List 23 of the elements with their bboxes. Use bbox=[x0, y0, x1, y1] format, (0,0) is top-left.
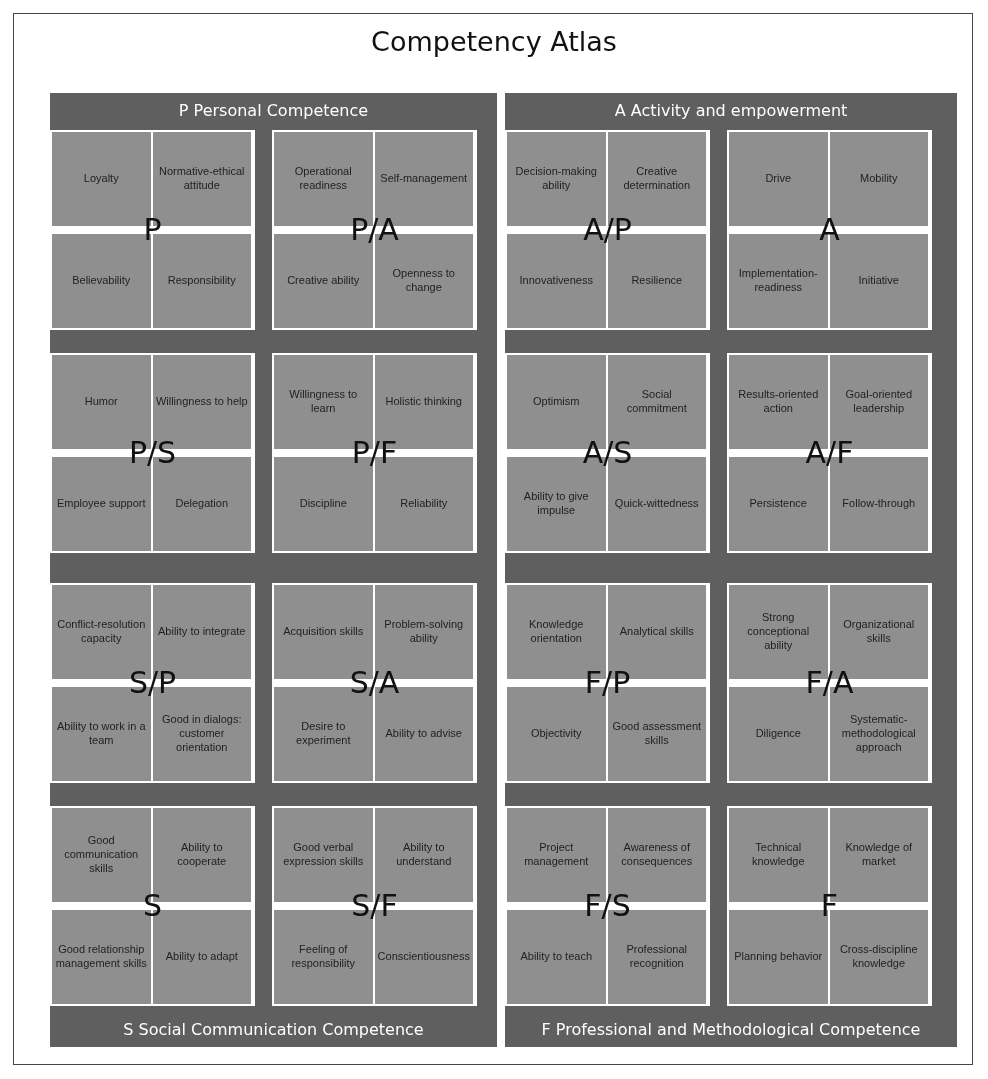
competency-grid bbox=[272, 583, 477, 783]
competency-cell: Cross-discipline knowledge bbox=[829, 910, 928, 1004]
competency-grid bbox=[50, 583, 255, 783]
competency-grid bbox=[505, 130, 710, 330]
competency-grid bbox=[505, 353, 710, 553]
competency-grid bbox=[505, 806, 710, 1006]
competency-grid bbox=[727, 353, 932, 553]
competency-grid bbox=[272, 806, 477, 1006]
competency-grid bbox=[727, 583, 932, 783]
competency-grid bbox=[272, 130, 477, 330]
competency-grid bbox=[50, 353, 255, 553]
competency-grid bbox=[50, 806, 255, 1006]
competency-grid bbox=[505, 583, 710, 783]
diagram-title: Competency Atlas bbox=[370, 26, 618, 57]
competency-cell: Responsibility bbox=[152, 234, 251, 328]
competency-grid bbox=[727, 130, 932, 330]
panel-heading: S Social Communication Competence bbox=[123, 1020, 424, 1039]
competency-grid bbox=[727, 806, 932, 1006]
panel-heading: A Activity and empowerment bbox=[614, 101, 848, 120]
panel-heading: P Personal Competence bbox=[178, 101, 369, 120]
panel-heading: F Professional and Methodological Competence bbox=[541, 1020, 921, 1039]
competency-grid bbox=[50, 130, 255, 330]
competency-grid bbox=[272, 353, 477, 553]
